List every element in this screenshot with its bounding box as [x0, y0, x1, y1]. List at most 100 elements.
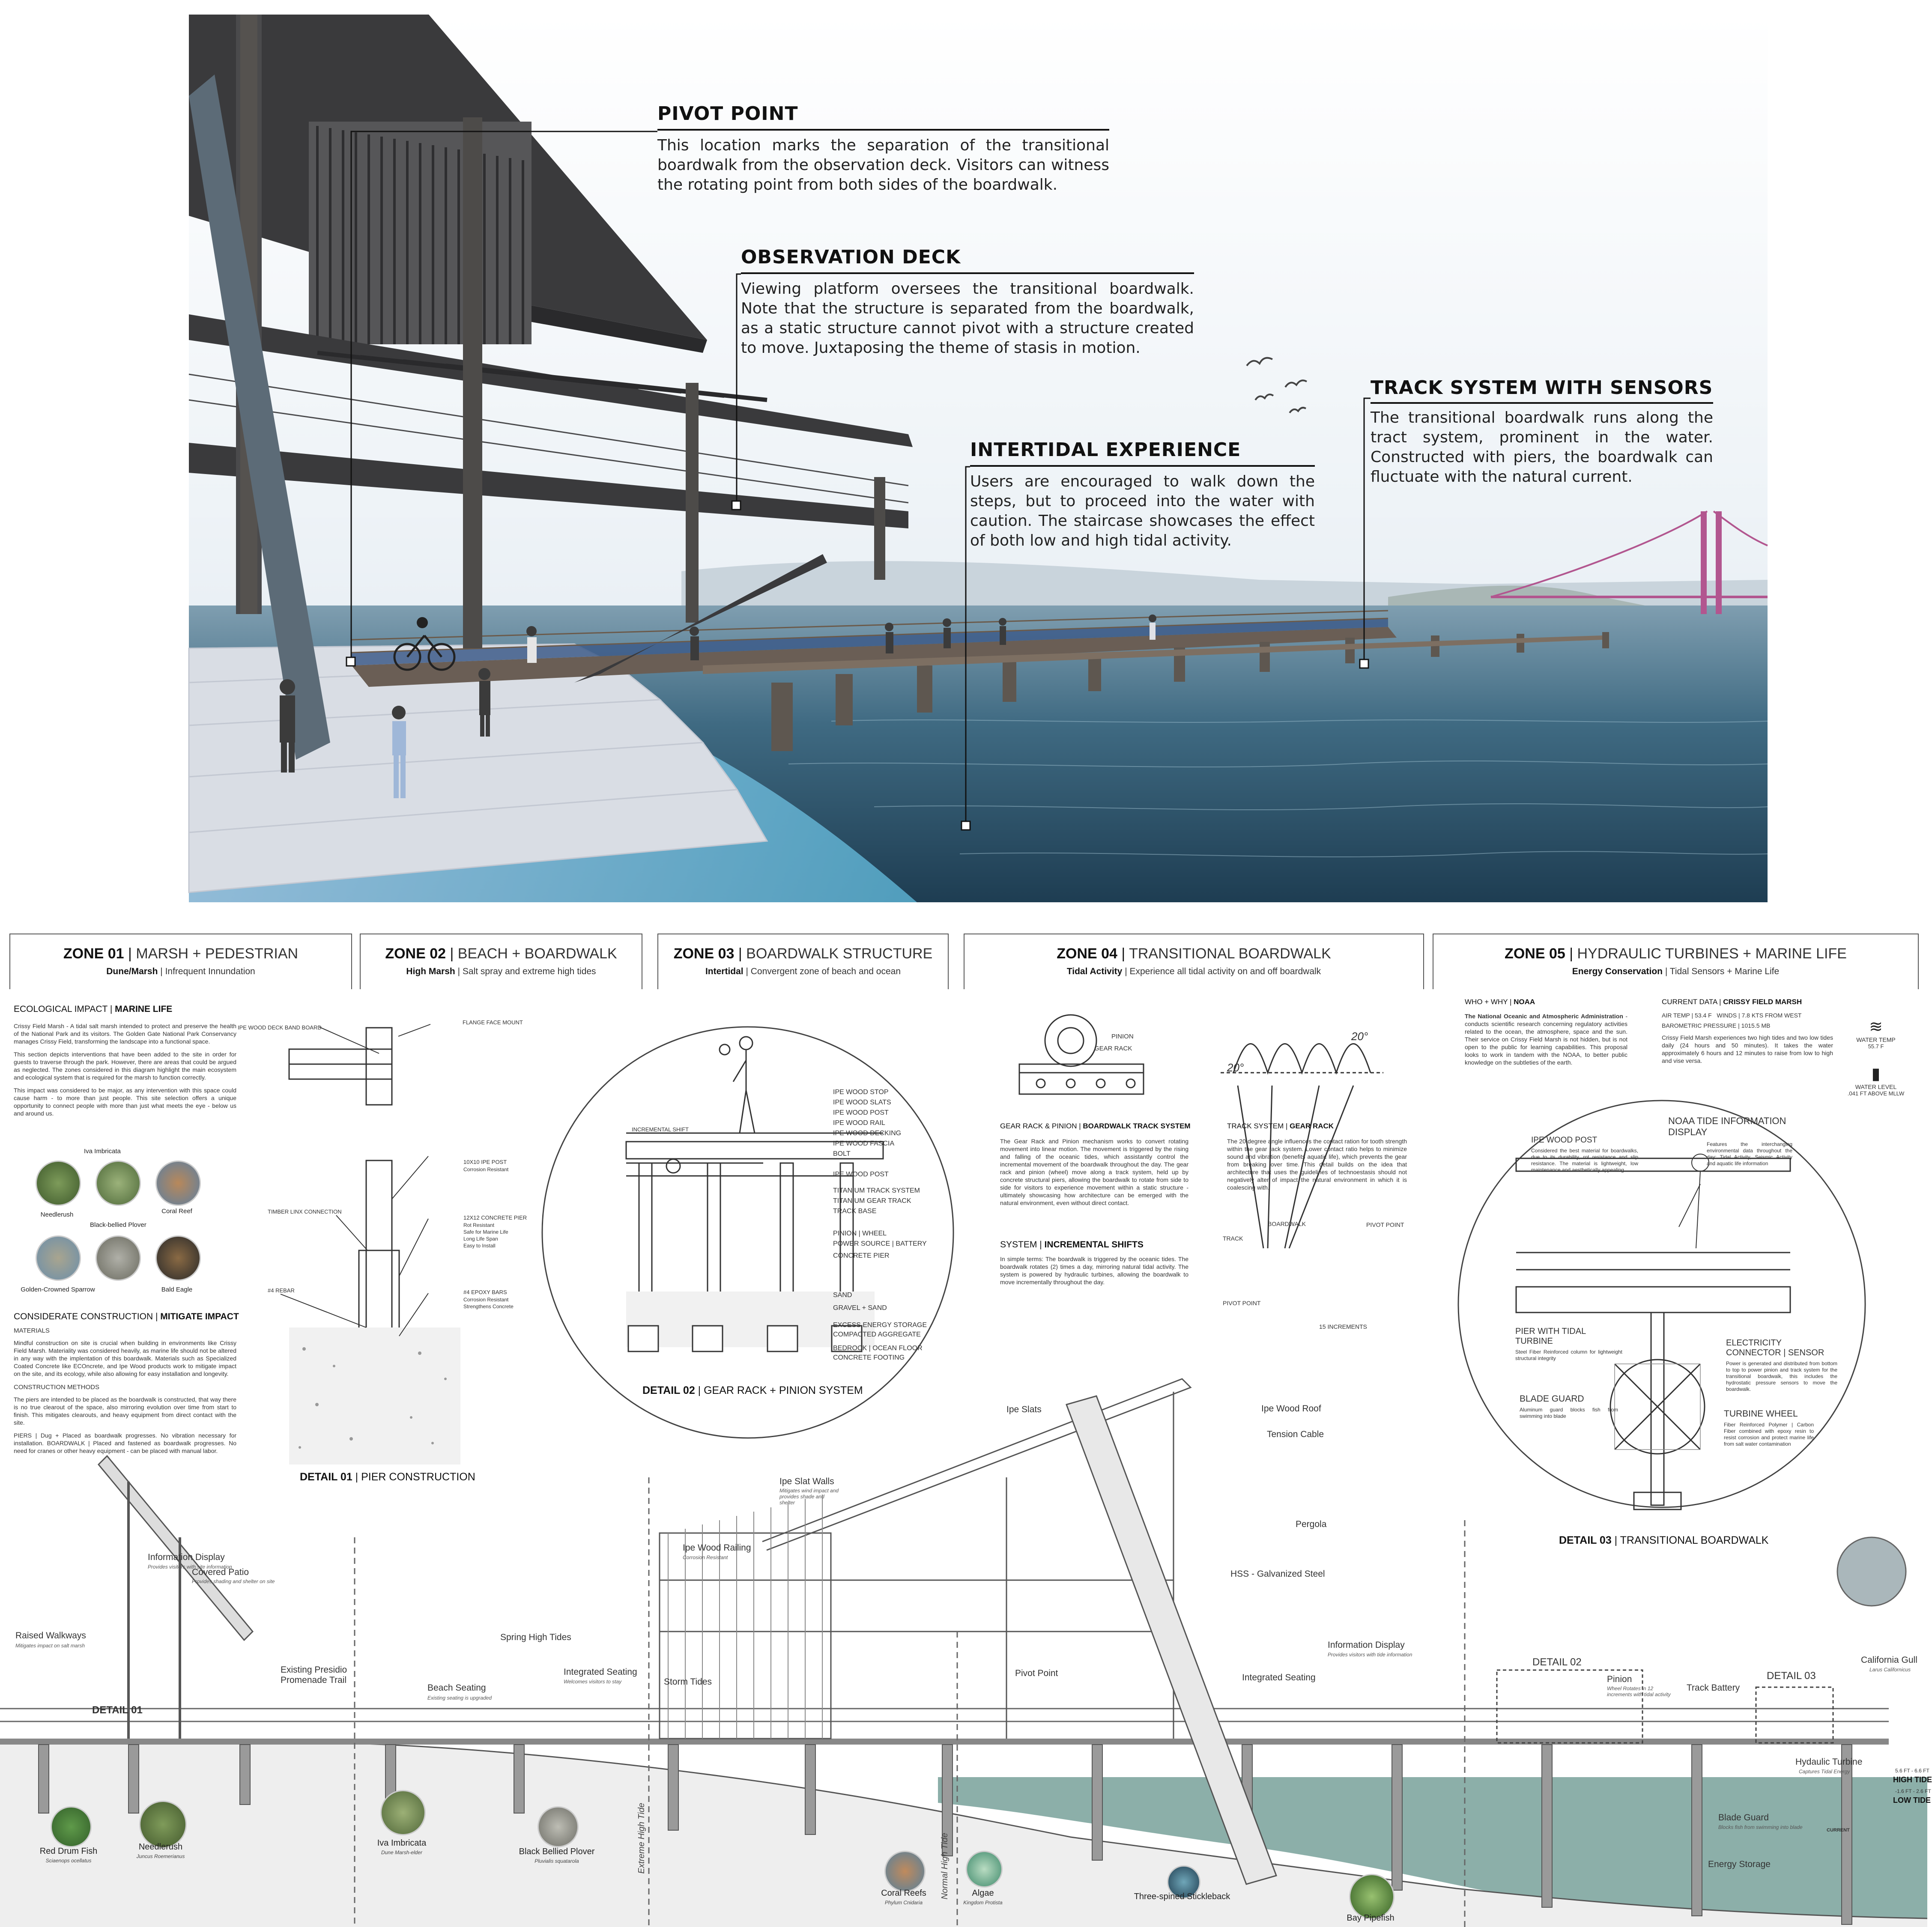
observation-deck-body: Viewing platform oversees the transition… — [741, 280, 1194, 357]
section-label: Pergola — [1296, 1519, 1327, 1529]
section-label: Existing Presidio Promenade Trail — [281, 1665, 347, 1685]
d2-label: IPE WOOD SLATS — [833, 1099, 891, 1106]
extreme-high-tide-label: Extreme High Tide — [637, 1803, 646, 1874]
d1-label: Corrosion Resistant — [463, 1297, 509, 1303]
species-sci: Kingdom Protista — [963, 1900, 1003, 1906]
track-system-title: TRACK SYSTEM WITH SENSORS — [1371, 377, 1713, 399]
d1-label: #4 EPOXY BARS — [463, 1289, 507, 1295]
species-label: Needlerush — [40, 1211, 74, 1218]
section-label: Information Display — [1328, 1640, 1405, 1650]
water-temp-indicator: ≋ WATER TEMP 55.7 F — [1852, 1017, 1899, 1050]
angle-label: 20° — [1351, 1030, 1368, 1043]
current-data-text: CURRENT DATA | CRISSY FIELD MARSH AIR TE… — [1662, 998, 1833, 1064]
section-label: Pivot Point — [1015, 1668, 1058, 1678]
iva-imbricata-photo — [96, 1160, 141, 1206]
section-label: HSS - Galvanized Steel — [1230, 1569, 1325, 1579]
section-note: Corrosion Resistant — [683, 1554, 728, 1560]
zone-01-construction: CONSIDERATE CONSTRUCTION | MITIGATE IMPA… — [14, 1312, 239, 1455]
intertidal-title: INTERTIDAL EXPERIENCE — [970, 439, 1241, 461]
d2-label: POWER SOURCE | BATTERY — [833, 1240, 927, 1247]
section-label: DETAIL 01 — [92, 1704, 143, 1716]
d1-label: TIMBER LINX CONNECTION — [268, 1208, 342, 1215]
d2-label: BOLT — [833, 1150, 851, 1157]
zone-01-header: ZONE 01 | MARSH + PEDESTRIAN Dune/Marsh … — [9, 934, 352, 989]
species-sci: Sciaenops ocellatus — [45, 1858, 92, 1864]
pivot-point-rule — [657, 129, 1109, 131]
detail-02-drawing — [541, 1026, 954, 1439]
pipefish-photo — [1349, 1874, 1395, 1919]
d2-label: SAND — [833, 1292, 852, 1299]
zone-04-diagrams — [1018, 1014, 1383, 1249]
track-system-rule — [1371, 402, 1713, 404]
section-note: Welcomes visitors to stay — [564, 1679, 622, 1685]
eco-paragraph-2: This section depicts interventions that … — [14, 1051, 236, 1081]
sparrow-photo — [36, 1235, 81, 1281]
track-system-text: TRACK SYSTEM | GEAR RACK The 20 degree a… — [1227, 1122, 1407, 1191]
observation-deck — [188, 15, 913, 760]
section-label: Spring High Tides — [500, 1632, 571, 1642]
d2-label: IPE WOOD POST — [833, 1109, 889, 1116]
d2-label: EXCESS ENERGY STORAGE — [833, 1321, 927, 1329]
d2-label: IPE WOOD DECKING — [833, 1130, 902, 1137]
diag-label: PIVOT POINT — [1366, 1221, 1404, 1228]
eagle-photo — [155, 1235, 201, 1281]
piers-paragraph: PIERS | Dug + Placed as boardwalk progre… — [14, 1432, 236, 1454]
zone-05-header: ZONE 05 | HYDRAULIC TURBINES + MARINE LI… — [1433, 934, 1919, 989]
d1-label: Strengthens Concrete — [463, 1304, 514, 1310]
intertidal-callout: INTERTIDAL EXPERIENCE Users are encourag… — [970, 439, 1315, 551]
angle-label: 20° — [1227, 1061, 1244, 1074]
materials-heading: MATERIALS — [14, 1327, 50, 1334]
section-note: Blocks fish from swimming into blade — [1718, 1824, 1803, 1830]
d2-label: IPE WOOD STOP — [833, 1089, 889, 1096]
coral-section-photo — [884, 1851, 926, 1892]
species-label: Algae — [972, 1888, 994, 1898]
species-label: Golden-Crowned Sparrow — [21, 1286, 95, 1293]
eco-paragraph-3: This impact was considered to be major, … — [14, 1087, 236, 1117]
section-label: Covered Patio — [192, 1567, 249, 1577]
pivot-point-callout: PIVOT POINT This location marks the sepa… — [657, 103, 1109, 195]
observation-deck-callout: OBSERVATION DECK Viewing platform overse… — [741, 246, 1194, 358]
d1-label: 12X12 CONCRETE PIER — [463, 1214, 527, 1221]
d2-label: TITANIUM GEAR TRACK — [833, 1197, 911, 1205]
pinion-label: PINION — [1111, 1033, 1134, 1040]
section-label: Pinion — [1607, 1674, 1632, 1684]
materials-paragraph: Mindful construction on site is crucial … — [14, 1339, 236, 1377]
species-sci: Dune Marsh-elder — [381, 1849, 423, 1855]
boardwalk-render — [188, 15, 1768, 902]
d2-label: CONCRETE FOOTING — [833, 1354, 905, 1361]
section-label: Track Battery — [1687, 1683, 1740, 1693]
methods-heading: CONSTRUCTION METHODS — [14, 1384, 99, 1391]
species-label: Black-bellied Plover — [90, 1221, 146, 1229]
d1-label: IPE WOOD DECK BAND BOARD — [238, 1024, 322, 1031]
observation-deck-rule — [741, 272, 1194, 274]
tide-level: -1.6 FT - 2.6 FT — [1895, 1788, 1931, 1794]
tide-level: 5.6 FT - 6.6 FT — [1895, 1768, 1929, 1774]
pivot-point-title: PIVOT POINT — [657, 103, 798, 125]
d1-label: #4 REBAR — [268, 1287, 295, 1294]
section-label: Information Display — [148, 1552, 225, 1562]
hero-rendering — [188, 15, 1768, 902]
d2-label: GRAVEL + SAND — [833, 1304, 887, 1312]
zone-02-header: ZONE 02 | BEACH + BOARDWALK High Marsh |… — [360, 934, 642, 989]
eco-impact-heading: ECOLOGICAL IMPACT | MARINE LIFE — [14, 1004, 173, 1014]
detail-02-caption: DETAIL 02 | GEAR RACK + PINION SYSTEM — [642, 1384, 863, 1396]
d2-label: TRACK BASE — [833, 1208, 877, 1215]
coral-reef-photo — [155, 1160, 201, 1206]
methods-paragraph: The piers are intended to be placed as t… — [14, 1396, 236, 1426]
species-label: Iva Imbricata — [84, 1148, 121, 1155]
plover-section-photo — [537, 1806, 579, 1847]
gear-rack-text: GEAR RACK & PINION | BOARDWALK TRACK SYS… — [1000, 1122, 1191, 1206]
current-label: CURRENT — [1827, 1828, 1850, 1833]
section-note: Captures Tidal Energy — [1799, 1769, 1850, 1775]
diag-label: PIVOT POINT — [1223, 1300, 1261, 1307]
section-label: Ipe Slat Walls — [779, 1477, 834, 1486]
gear-rack-label: GEAR RACK — [1094, 1045, 1132, 1052]
section-label: Tension Cable — [1267, 1429, 1324, 1439]
zone-04-header: ZONE 04 | TRANSITIONAL BOARDWALK Tidal A… — [964, 934, 1424, 989]
section-label: Storm Tides — [664, 1677, 712, 1687]
section-note: Mitigates impact on salt marsh — [15, 1643, 85, 1649]
detail-01-caption: DETAIL 01 | PIER CONSTRUCTION — [300, 1471, 475, 1483]
red-drum-photo — [51, 1806, 92, 1847]
d1-label: FLANGE FACE MOUNT — [463, 1019, 523, 1026]
section-label: DETAIL 02 — [1532, 1656, 1582, 1668]
